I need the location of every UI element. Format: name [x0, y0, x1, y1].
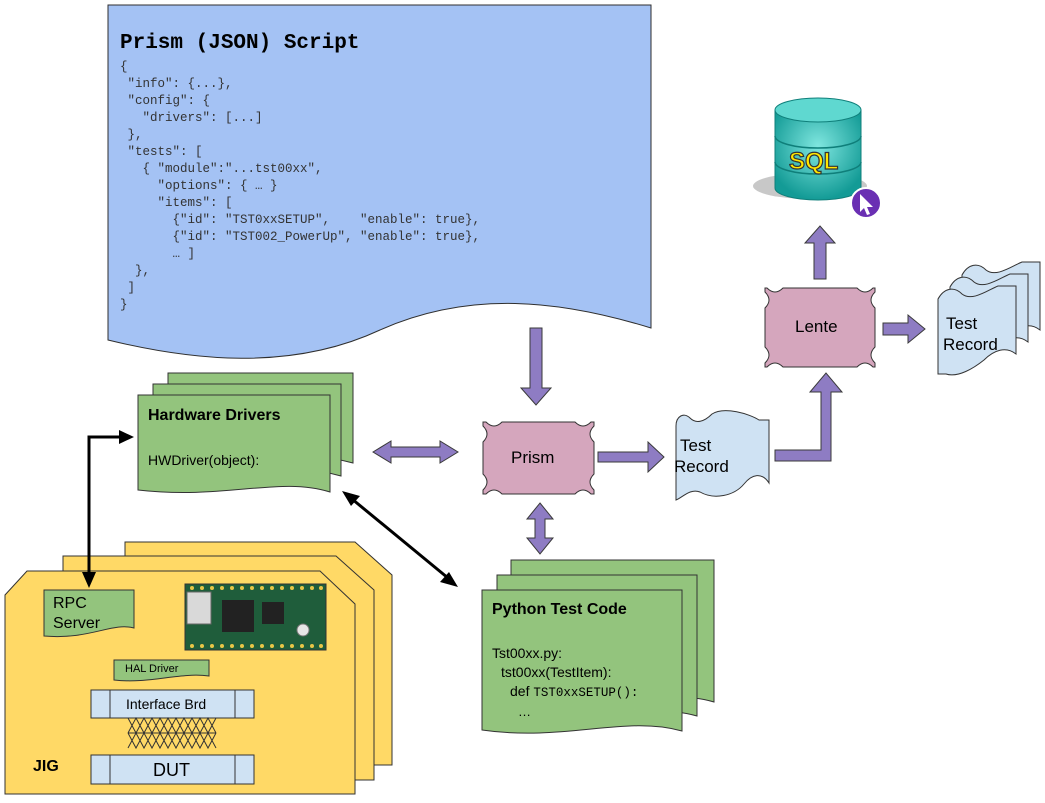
arrow-prism-to-record [597, 440, 665, 474]
rpc-line2: Server [53, 615, 101, 632]
script-code-line: "tests": [ [120, 145, 203, 159]
lente-label: Lente [795, 317, 838, 336]
interface-board [90, 689, 255, 719]
script-code-lines: { "info": {...}, "config": { "drivers": … [120, 59, 480, 314]
hal-driver-box [113, 659, 210, 682]
script-code-line: "drivers": [...] [120, 111, 263, 125]
arrow-hwdrivers-python-double [351, 497, 449, 580]
arrow-lente-to-record [882, 313, 926, 345]
test-record-scroll-middle [675, 410, 770, 501]
hw-drivers-title: Hardware Drivers [148, 407, 281, 424]
arrow-script-to-prism [519, 327, 553, 406]
script-code-line: "items": [ [120, 196, 233, 210]
script-shape [107, 4, 652, 359]
interface-brd-label: Interface Brd [126, 696, 207, 712]
rpc-server-box [43, 589, 135, 638]
script-code-line: }, [120, 264, 151, 278]
script-code-line: {"id": "TST0xxSETUP", "enable": true}, [120, 213, 481, 227]
python-line3-prefix: def [510, 683, 534, 699]
test-record-right-line2: Record [943, 335, 998, 354]
arrow-record-to-lente [774, 372, 844, 462]
python-test-code-box [481, 589, 683, 734]
script-code-line: "info": {...}, [120, 77, 233, 91]
script-code-line: "config": { [120, 94, 211, 108]
script-code-line: } [120, 298, 128, 312]
python-line1: Tst00xx.py: [492, 645, 563, 661]
script-code-line: … ] [120, 247, 196, 261]
python-title: Python Test Code [492, 601, 627, 618]
script-code-line: { [120, 60, 128, 74]
arrow-prism-python-double [525, 502, 555, 555]
json-script-document [107, 4, 652, 359]
lente-node [764, 287, 876, 368]
test-record-stack-right [937, 261, 1041, 376]
dut-label: DUT [153, 760, 190, 780]
dut-board [90, 754, 255, 785]
python-test-code-stack [481, 559, 715, 734]
cursor-arrow-icon [860, 194, 873, 215]
script-code-line: { "module":"...tst00xx", [120, 162, 323, 176]
arrow-rpc-hwdrivers-elbow [87, 435, 120, 574]
prism-node [482, 421, 595, 495]
hardware-drivers-stack [137, 372, 354, 494]
test-record-right-line1: Test [946, 314, 978, 333]
connector-lattice [127, 716, 217, 750]
jig-label: JIG [33, 758, 59, 775]
sql-label: SQL [788, 147, 839, 175]
script-code-line: "options": { … } [120, 179, 278, 193]
test-record-mid-line2: Record [674, 457, 729, 476]
microcontroller-board-image [184, 583, 327, 651]
arrow-lente-to-sql [803, 225, 837, 280]
test-record-mid-line1: Test [680, 436, 712, 455]
sql-database-icon [753, 97, 882, 219]
python-line3-mono: TST0xxSETUP(): [533, 686, 639, 700]
script-code-line: ] [120, 281, 136, 295]
script-code-line: {"id": "TST002_PowerUp", "enable": true}… [120, 230, 481, 244]
hal-driver-label: HAL Driver [125, 663, 179, 675]
script-code-line: }, [120, 128, 143, 142]
hw-drivers-code: HWDriver(object): [148, 452, 260, 468]
arrow-prism-hwdrivers-double [372, 440, 459, 464]
rpc-line1: RPC [53, 595, 87, 612]
python-line4: … [518, 704, 531, 719]
python-line2: tst00xx(TestItem): [501, 664, 612, 680]
python-line3: def TST0xxSETUP(): [510, 683, 638, 700]
prism-label: Prism [511, 448, 555, 467]
hardware-drivers-box [137, 394, 331, 494]
script-title: Prism (JSON) Script [120, 32, 360, 55]
